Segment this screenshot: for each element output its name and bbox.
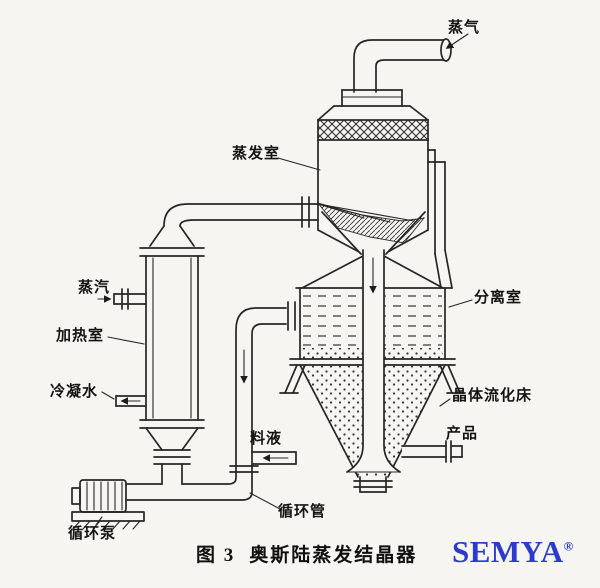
label-circulation-pump: 循环泵	[68, 525, 117, 542]
spray-fan	[316, 202, 426, 255]
label-steam-in: 蒸汽	[78, 279, 111, 296]
figure-caption: 图 3 奥斯陆蒸发结晶器	[196, 540, 417, 567]
label-crystal-fluidized-bed: 晶体流化床	[452, 387, 533, 404]
label-heating-chamber: 加热室	[56, 327, 105, 344]
label-steam-out: 蒸气	[448, 19, 481, 36]
steam-inlet-stub	[97, 288, 147, 310]
product-outlet-valve	[401, 440, 463, 463]
heated-liquor-top-pipe	[163, 203, 319, 227]
label-separation-chamber: 分离室	[474, 289, 523, 306]
feed-inlet-stub	[251, 451, 297, 465]
figure-number: 图 3	[196, 545, 236, 566]
semya-logo: SEMYA®	[452, 534, 574, 570]
condensate-outlet-stub	[115, 395, 147, 407]
right-connecting-duct	[427, 149, 453, 289]
label-evaporation-chamber: 蒸发室	[232, 145, 281, 162]
evaporation-chamber-vessel	[301, 89, 429, 255]
registered-symbol: ®	[563, 538, 574, 554]
circulation-pipe-lines	[125, 301, 296, 501]
bottom-drain-stub	[353, 476, 393, 493]
label-condensate-water: 冷凝水	[50, 383, 99, 400]
label-circulation-pipe: 循环管	[278, 503, 327, 520]
circulation-pump-shape	[71, 479, 145, 530]
figure-title: 奥斯陆蒸发结晶器	[249, 545, 418, 566]
leader-lines	[95, 157, 473, 526]
heating-chamber-exchanger	[139, 225, 205, 485]
vapor-outlet-pipe	[353, 33, 469, 93]
central-downcomer-tube	[346, 249, 401, 473]
label-feed-liquid: 料液	[250, 430, 283, 447]
demister-band	[317, 119, 429, 141]
label-product: 产品	[446, 425, 479, 442]
semya-logo-text: SEMYA	[452, 534, 564, 569]
